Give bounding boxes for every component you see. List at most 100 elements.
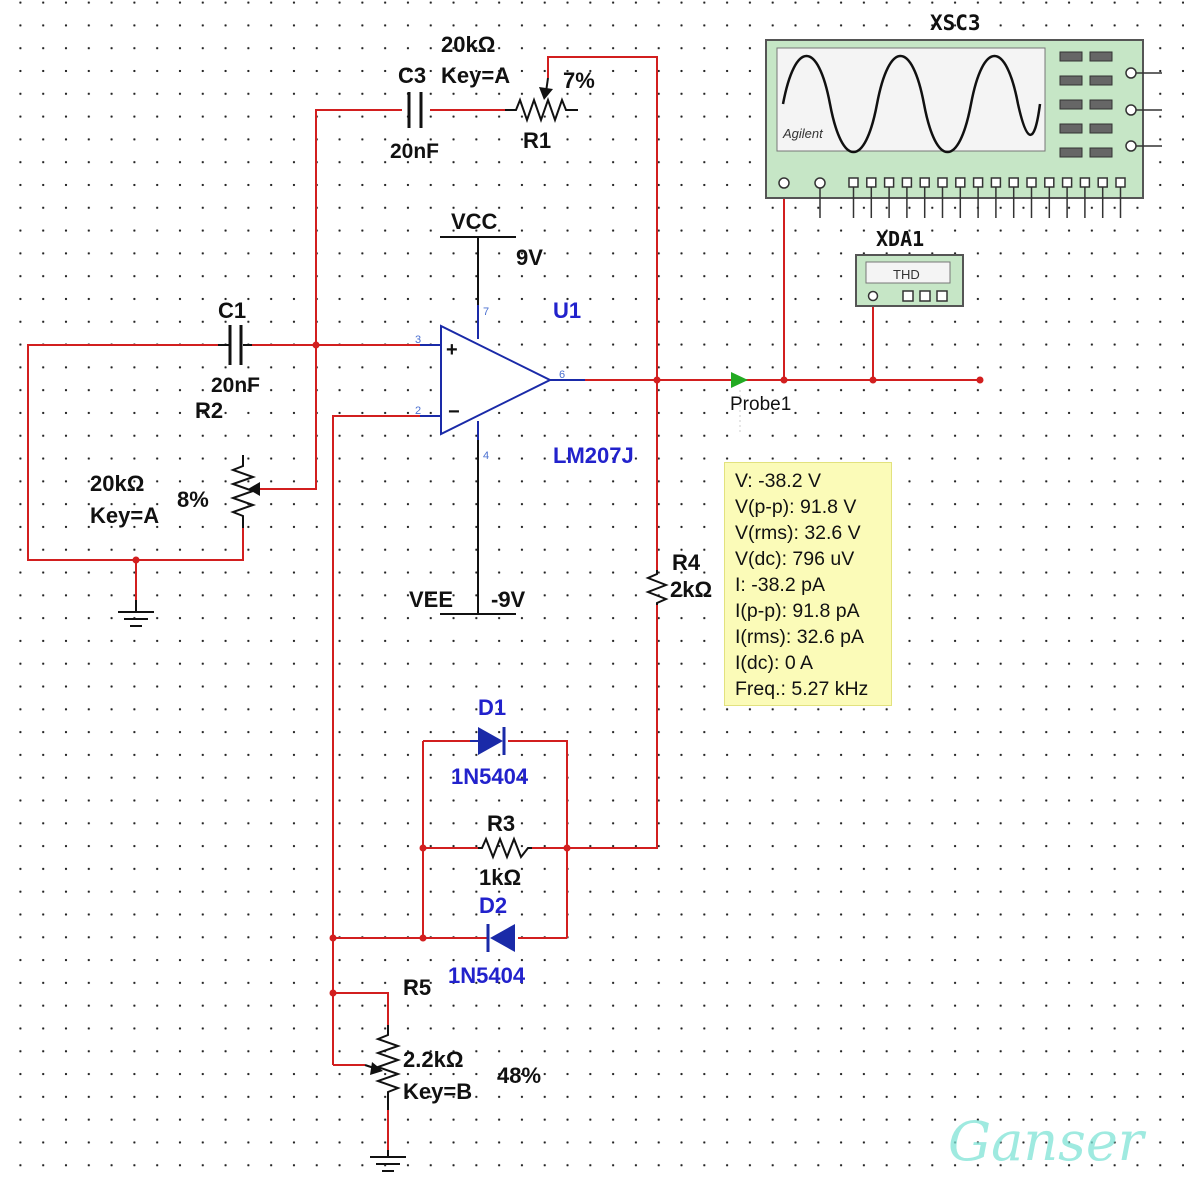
opamp-plus-sign: + [446,339,458,361]
scope-digital-input[interactable] [848,177,859,188]
vee-label: VEE [409,587,453,612]
scope-digital-inputs[interactable] [848,177,1126,218]
d1-ref: D1 [478,695,506,720]
u1-model: LM207J [553,443,634,468]
pin-6-label: 6 [559,369,565,381]
vcc-label: VCC [451,209,498,234]
scope-buttons[interactable] [1059,51,1113,158]
wire-d1-box [423,740,568,938]
scope-digital-input[interactable] [866,177,877,188]
c3-ref: C3 [398,63,426,88]
junction-dot [563,844,571,852]
resistor-r4[interactable]: R4 2kΩ [645,550,712,605]
capacitor-c3[interactable]: C3 20nF Key=A [390,63,510,163]
vcc-value: 9V [516,245,543,270]
capacitor-c1[interactable]: C1 20nF [211,298,260,397]
r1-ref: R1 [523,128,551,153]
junction-dot [419,844,427,852]
wire-c1-loop [27,344,244,561]
r2-key: Key=A [90,503,159,528]
junction-dot [976,376,984,384]
r5-ref: R5 [403,975,431,1000]
u1-ref: U1 [553,298,581,323]
scope-digital-input[interactable] [990,177,1002,188]
scope-digital-input[interactable] [919,177,930,188]
probe-reading-vrms: V(rms): 32.6 V [735,522,861,544]
junction-dot [869,376,877,384]
vee-value: -9V [491,587,526,612]
probe-reading-i: I: -38.2 pA [735,574,825,596]
scope-right-terminals[interactable] [1125,67,1162,152]
vee-supply[interactable]: VEE -9V [409,432,526,615]
xda1-button[interactable] [902,290,914,302]
probe-readout-tooltip: V: -38.2 V V(p-p): 91.8 V V(rms): 32.6 V… [724,462,892,706]
r4-ref: R4 [672,550,701,575]
potentiometer-r1[interactable]: 20kΩ 7% R1 [441,32,595,153]
xda1-button[interactable] [919,290,931,302]
scope-digital-input[interactable] [1115,177,1126,188]
scope-digital-input[interactable] [1061,177,1073,188]
junction-dot [312,341,320,349]
r2-value: 20kΩ [90,471,144,496]
d2-ref: D2 [479,893,507,918]
vcc-supply[interactable]: VCC 9V [440,209,543,327]
resistor-r3[interactable]: R3 1kΩ [478,811,532,890]
scope-digital-input[interactable] [955,177,966,188]
r5-percent: 48% [497,1063,541,1088]
r2-percent: 8% [177,487,209,512]
scope-digital-input[interactable] [972,177,984,188]
r5-value: 2.2kΩ [403,1047,463,1072]
junctions [132,341,984,997]
xda1-screen-text: THD [893,267,920,282]
junction-dot [653,376,661,384]
r5-key: Key=B [403,1079,472,1104]
scope-digital-input[interactable] [1026,177,1037,188]
probe-marker[interactable]: Probe1 [730,372,791,432]
potentiometer-r2[interactable]: R2 20kΩ Key=A 8% [90,398,260,528]
probe-reading-irms: I(rms): 32.6 pA [735,626,864,648]
scope-digital-input[interactable] [883,177,895,188]
probe-reading-vpp: V(p-p): 91.8 V [735,496,857,518]
r3-ref: R3 [487,811,515,836]
potentiometer-r5[interactable]: R5 2.2kΩ Key=B 48% [364,975,541,1110]
scope-digital-input[interactable] [1044,177,1055,188]
scope-digital-input[interactable] [1008,177,1019,188]
c3-value: 20nF [390,140,439,163]
r3-value: 1kΩ [479,865,521,890]
scope-digital-input[interactable] [1097,177,1108,188]
scope-digital-input[interactable] [1079,177,1091,188]
diode-d1[interactable]: D1 1N5404 [451,695,529,789]
pin-7-label: 7 [483,306,489,318]
wire-feedback-left [315,109,402,345]
opamp-minus-sign: − [448,401,460,423]
scope-digital-input[interactable] [937,177,948,188]
wire-r4-bottom [567,605,658,849]
pin-3-label: 3 [415,334,421,346]
scope-bottom-terminals[interactable] [778,177,826,218]
r1-percent: 7% [563,68,595,93]
junction-dot [329,989,337,997]
wire-minus [332,415,440,1065]
probe-reading-vdc: V(dc): 796 uV [735,548,855,570]
distortion-analyzer-xda1[interactable]: XDA1 THD [855,227,964,307]
scope-digital-input[interactable] [901,177,913,188]
diode-d2[interactable]: D2 1N5404 [448,893,526,988]
probe-label: Probe1 [730,394,791,415]
wire-r1-wiper [547,56,658,570]
probe-reading-freq: Freq.: 5.27 kHz [735,678,869,700]
wires [27,56,980,1150]
scope-brand-label: Agilent [782,126,824,141]
c1-value: 20nF [211,374,260,397]
oscilloscope-xsc3[interactable]: XSC3 Agilent [765,11,1162,218]
junction-dot [780,376,788,384]
ground-symbol-bottom [370,1150,406,1172]
opamp-u1[interactable]: + − 7 3 2 6 4 U1 LM207J [415,298,634,468]
watermark-text: Ganser [948,1110,1147,1173]
xsc3-ref: XSC3 [930,11,981,35]
d1-model: 1N5404 [451,764,529,789]
r4-value: 2kΩ [670,577,712,602]
xda1-button[interactable] [936,290,948,302]
xda1-input-terminal[interactable] [867,290,879,302]
r2-ref: R2 [195,398,223,423]
